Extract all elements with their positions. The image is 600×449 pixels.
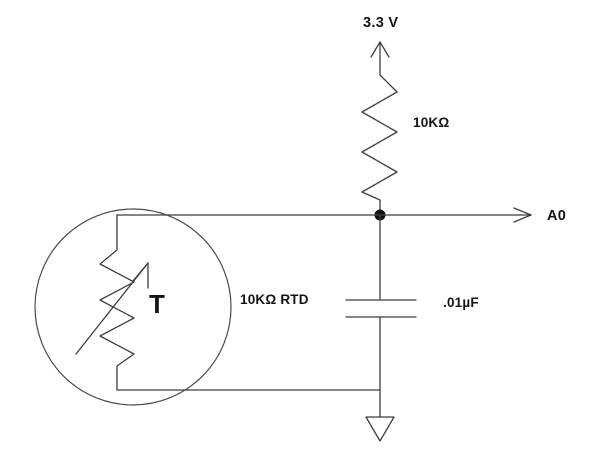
capacitor-symbol [345, 299, 417, 318]
output-arrow-icon [379, 207, 532, 223]
pullup-resistor-symbol [361, 74, 398, 211]
thermistor-letter-label: T [149, 289, 165, 319]
pullup-resistor-label: 10KΩ [413, 115, 449, 130]
thermistor-circle [34, 208, 232, 406]
supply-arrow-icon [370, 41, 390, 76]
thermistor-arrow-icon [75, 262, 149, 355]
capacitor-value-label: .01µF [443, 295, 479, 310]
ground-icon [365, 416, 395, 442]
analog-output-label: A0 [547, 208, 566, 224]
supply-voltage-label: 3.3 V [363, 15, 398, 31]
rtd-value-label: 10KΩ RTD [240, 292, 309, 307]
thermistor-resistor-symbol [99, 214, 135, 391]
